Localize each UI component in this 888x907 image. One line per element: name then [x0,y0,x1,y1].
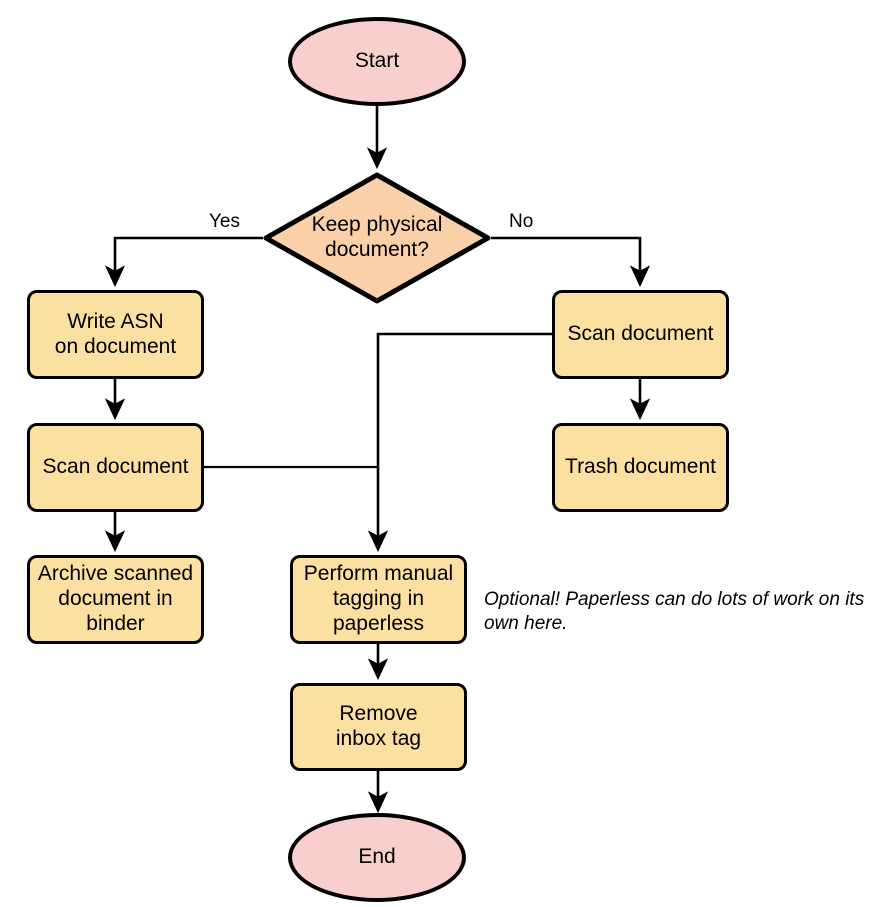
edge-label-yes: Yes [209,211,240,232]
node-scan-document-right[interactable]: Scan document [552,290,729,379]
node-perform-manual-tagging-in-paperless[interactable]: Perform manual tagging in paperless [290,555,467,644]
node-archive-scanned-document-in-binder[interactable]: Archive scanned document in binder [27,555,204,644]
node-decision-label: Keep physical document? [311,213,443,261]
edge-scan-right-to-manual-tagging [367,332,552,553]
edge-label-no: No [509,211,534,232]
node-scan-document-left[interactable]: Scan document [27,423,204,512]
diamond-shape-icon [263,172,491,304]
node-decision-keep-physical-document[interactable]: Keep physical document? [263,172,491,304]
node-write-asn-on-document[interactable]: Write ASN on document [27,290,204,379]
edge-decision-yes-to-write-asn [104,236,263,288]
annotation-optional-note: Optional! Paperless can do lots of work … [484,589,865,635]
edge-decision-no-to-scan-right [491,236,651,288]
node-start[interactable]: Start [288,17,466,106]
node-end[interactable]: End [288,813,466,902]
node-remove-inbox-tag[interactable]: Remove inbox tag [290,683,467,771]
node-trash-document[interactable]: Trash document [552,423,729,512]
